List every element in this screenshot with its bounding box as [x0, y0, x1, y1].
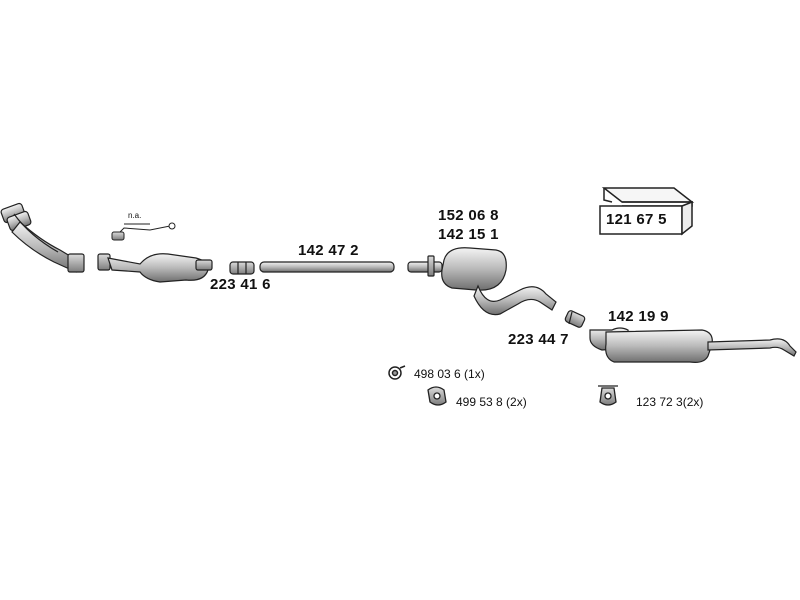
flange-clamp — [97, 253, 111, 271]
sensor-note: n.a. — [128, 211, 142, 220]
part-cat-converter: 223 41 6 — [210, 276, 271, 293]
part-front-silencer-a: 152 06 8 — [438, 207, 499, 224]
part-hanger: 123 72 3(2x) — [636, 395, 704, 409]
lambda-sensor — [111, 222, 176, 241]
rubber-mount-icon — [427, 386, 447, 406]
part-middle-pipe: 142 47 2 — [298, 242, 359, 259]
part-front-silencer-b: 142 15 1 — [438, 226, 499, 243]
mounting-kit-box — [599, 187, 695, 236]
catalytic-converter — [107, 253, 213, 283]
front-silencer — [407, 247, 557, 316]
rear-silencer — [589, 327, 797, 363]
exhaust-manifold — [0, 202, 85, 273]
part-mounting-kit: 121 67 5 — [606, 211, 667, 228]
clamp-rear — [564, 310, 586, 328]
part-rear-silencer: 142 19 9 — [608, 308, 669, 325]
part-gasket-ring: 498 03 6 (1x) — [414, 367, 485, 381]
clamp-front — [229, 261, 255, 275]
gasket-ring-icon — [388, 365, 406, 380]
hanger-icon — [598, 385, 618, 406]
part-rubber-mount: 499 53 8 (2x) — [456, 395, 527, 409]
middle-pipe — [259, 261, 395, 273]
part-clamp-rear: 223 44 7 — [508, 331, 569, 348]
